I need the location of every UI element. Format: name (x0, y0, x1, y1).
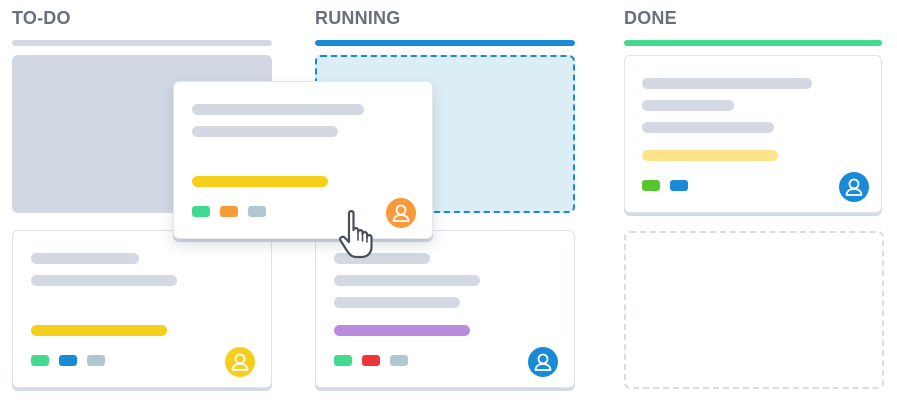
card-progress-line (642, 150, 778, 161)
user-icon[interactable] (839, 172, 869, 202)
hand-pointer-icon (336, 207, 382, 261)
card-tag (248, 206, 266, 217)
card-tag (362, 355, 380, 366)
user-icon[interactable] (386, 198, 416, 228)
card-tag (87, 355, 105, 366)
card-dragged[interactable] (173, 81, 433, 239)
card-text-line (192, 104, 364, 115)
card-tag (670, 180, 688, 191)
card-todo-1[interactable] (12, 230, 272, 388)
card-tag (334, 355, 352, 366)
card-progress-line (192, 176, 328, 187)
card-tag (220, 206, 238, 217)
card-progress-line (334, 325, 470, 336)
column-title-todo: TO-DO (12, 8, 71, 28)
card-tag (642, 180, 660, 191)
card-tag (390, 355, 408, 366)
card-text-line (642, 122, 774, 133)
user-icon[interactable] (528, 347, 558, 377)
card-tag (192, 206, 210, 217)
card-text-line (642, 100, 734, 111)
column-bar-running (315, 40, 575, 46)
card-text-line (642, 78, 812, 89)
card-text-line (31, 253, 139, 264)
card-tag (31, 355, 49, 366)
column-title-running: RUNNING (315, 8, 401, 28)
card-text-line (31, 275, 177, 286)
user-icon[interactable] (225, 347, 255, 377)
card-done-1[interactable] (624, 55, 882, 213)
column-bar-done (624, 40, 882, 46)
column-bar-todo (12, 40, 272, 46)
column-title-done: DONE (624, 8, 677, 28)
card-progress-line (31, 325, 167, 336)
card-text-line (334, 275, 480, 286)
empty-card-slot[interactable] (624, 231, 884, 389)
card-running-1[interactable] (315, 230, 575, 388)
card-text-line (192, 126, 338, 137)
card-text-line (334, 253, 430, 264)
card-text-line (334, 297, 460, 308)
card-tag (59, 355, 77, 366)
